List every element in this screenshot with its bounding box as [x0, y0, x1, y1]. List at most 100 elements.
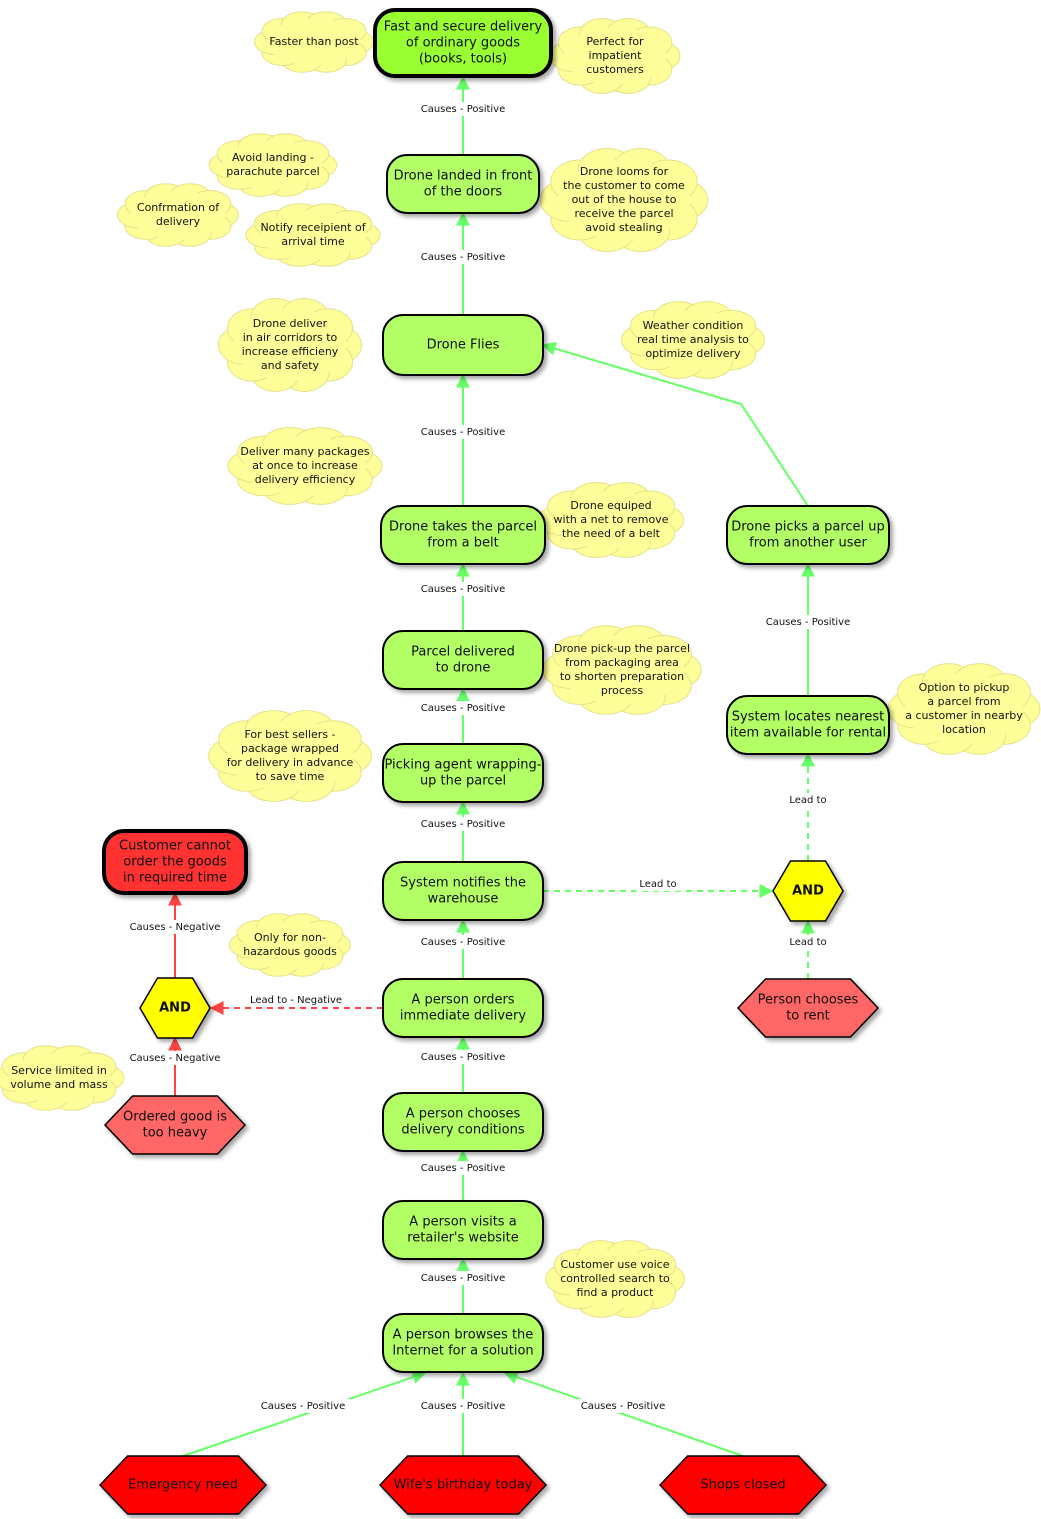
node-label: Picking agent wrapping-up the parcel	[384, 758, 541, 789]
edge-label-bg	[412, 817, 514, 831]
note-text: Only for non-hazardous goods	[243, 931, 337, 958]
note-text-line: customers	[586, 63, 644, 76]
note-text-line: Option to pickup	[919, 681, 1010, 694]
note-text-line: Weather condition	[643, 319, 744, 332]
node-label-line: in required time	[123, 871, 227, 886]
node-shape	[382, 1092, 544, 1152]
note-text-line: optimize delivery	[645, 347, 741, 360]
note-cloud-body	[564, 27, 666, 85]
note-cloud-body	[904, 673, 1024, 745]
edge-line	[503, 1370, 744, 1457]
note-text-line: find a product	[577, 1286, 655, 1299]
note-cloud-body	[130, 190, 226, 240]
edge-label: Causes - Positive	[261, 1401, 346, 1412]
node-flies: Drone Flies	[382, 314, 544, 376]
note-text-line: Drone equiped	[570, 499, 651, 512]
node-label-line: AND	[159, 1001, 191, 1016]
node-label-line: A person visits a	[409, 1215, 516, 1230]
edge-label-bg	[412, 1050, 514, 1064]
edge-label-bg	[412, 935, 514, 949]
node-shape	[382, 1313, 544, 1373]
edge-label-bg	[412, 1271, 514, 1285]
node-label-line: Internet for a solution	[392, 1344, 533, 1359]
note-text-line: the need of a belt	[562, 527, 661, 540]
node-label-line: to rent	[786, 1009, 830, 1024]
node-label-line: up the parcel	[420, 774, 506, 789]
edge-delivered-to-takes: Causes - Positive	[412, 562, 514, 631]
note-text-line: a parcel from	[927, 695, 1000, 708]
edge-label: Causes - Negative	[130, 922, 221, 933]
node-label: Emergency need	[128, 1478, 238, 1493]
edge-label-bg	[635, 877, 681, 891]
node-emergency: Emergency need	[98, 1455, 268, 1515]
edge-label: Causes - Positive	[421, 1401, 506, 1412]
note-text-line: Avoid landing -	[232, 151, 314, 164]
note-text-line: to save time	[256, 770, 325, 783]
edge-shops-to-browses: Causes - Positive	[503, 1370, 744, 1457]
node-shape	[382, 1200, 544, 1260]
node-shape	[382, 861, 544, 921]
note-text-line: with a net to remove	[554, 513, 669, 526]
node-label-line: Customer cannot	[119, 839, 231, 854]
edge-flies-to-landed: Causes - Positive	[412, 211, 514, 315]
node-shape	[382, 314, 544, 376]
node-label-line: of the doors	[424, 185, 503, 200]
note-text-line: delivery	[156, 215, 201, 228]
note-text-line: arrival time	[281, 235, 345, 248]
node-label-line: to drone	[436, 661, 491, 676]
note-cloud: Avoid landing -parachute parcel	[208, 133, 338, 197]
node-label-line: A person orders	[411, 993, 514, 1008]
note-text-line: for delivery in advance	[227, 756, 354, 769]
edge-label-bg	[785, 793, 831, 807]
note-text-line: Service limited in	[11, 1064, 107, 1077]
edge-label: Lead to	[789, 937, 826, 948]
node-label-line: System notifies the	[400, 876, 526, 891]
node-label-line: warehouse	[428, 892, 499, 907]
edge-label: Causes - Positive	[421, 104, 506, 115]
node-label-line: Ordered good is	[123, 1110, 227, 1125]
node-shape	[726, 505, 890, 565]
note-cloud-body	[226, 720, 354, 792]
edge-label-bg	[572, 1399, 674, 1413]
edge-label: Causes - Positive	[421, 1163, 506, 1174]
edge-label-bg	[412, 1399, 514, 1413]
node-label-line: Wife's birthday today	[394, 1478, 533, 1493]
node-label-line: order the goods	[123, 855, 227, 870]
node-label-line: from a belt	[427, 536, 498, 551]
node-label-line: AND	[792, 884, 824, 899]
edge-picks-to-flies	[541, 341, 809, 507]
note-text-line: Drone deliver	[253, 317, 328, 330]
node-shape	[382, 630, 544, 690]
node-label-line: Drone landed in front	[394, 169, 533, 184]
node-label-line: item available for rental	[730, 726, 886, 741]
note-text-line: Notify receipient of	[260, 221, 366, 234]
node-label-line: too heavy	[143, 1126, 208, 1141]
note-text-line: from packaging area	[565, 656, 679, 669]
edge-label-bg	[757, 615, 859, 629]
